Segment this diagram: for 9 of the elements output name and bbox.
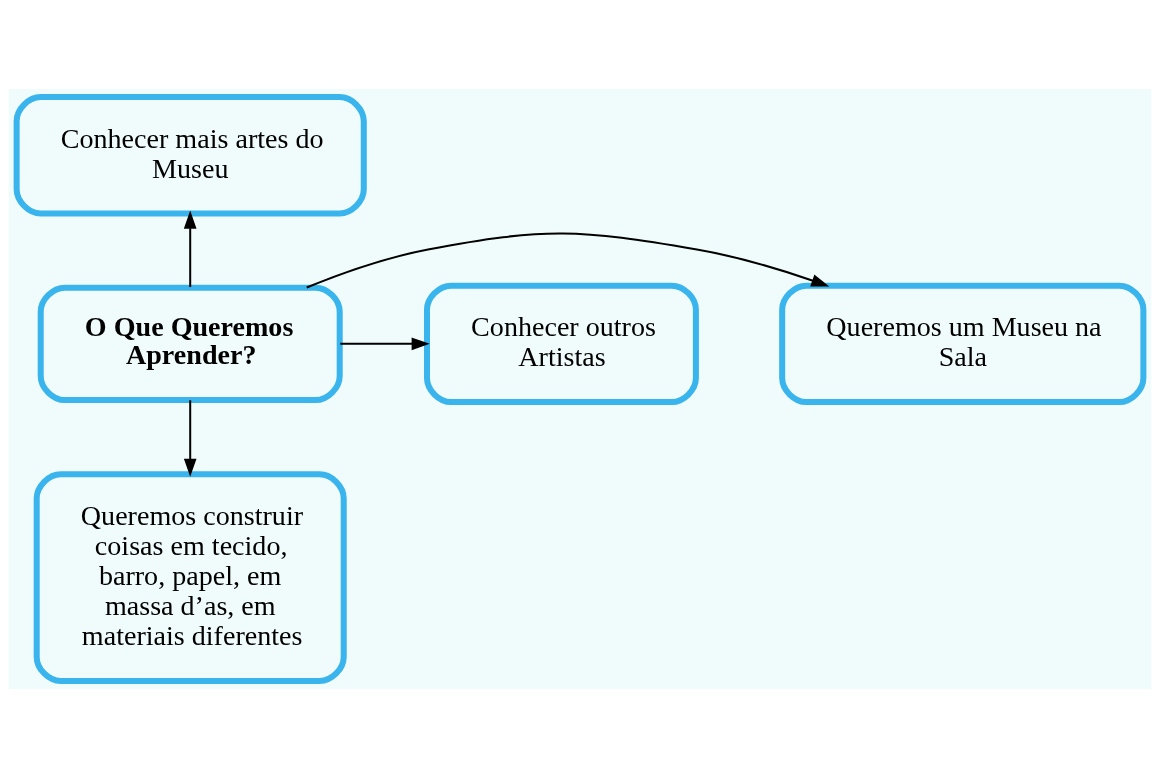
node-box: Queremos construir coisas em tecido, barro, papel, em massa d’as, em materiais diferentes	[33, 471, 347, 684]
arrow	[340, 337, 430, 351]
node-box: Conhecer mais artes do Museu	[13, 94, 367, 217]
arrow	[306, 232, 830, 289]
node-box: O Que Queremos Aprender?	[37, 284, 343, 404]
arrow	[183, 400, 197, 477]
arrow	[183, 210, 197, 288]
node-box: Conhecer outros Artistas	[424, 282, 699, 406]
node-box: Queremos um Museu na Sala	[779, 282, 1147, 406]
